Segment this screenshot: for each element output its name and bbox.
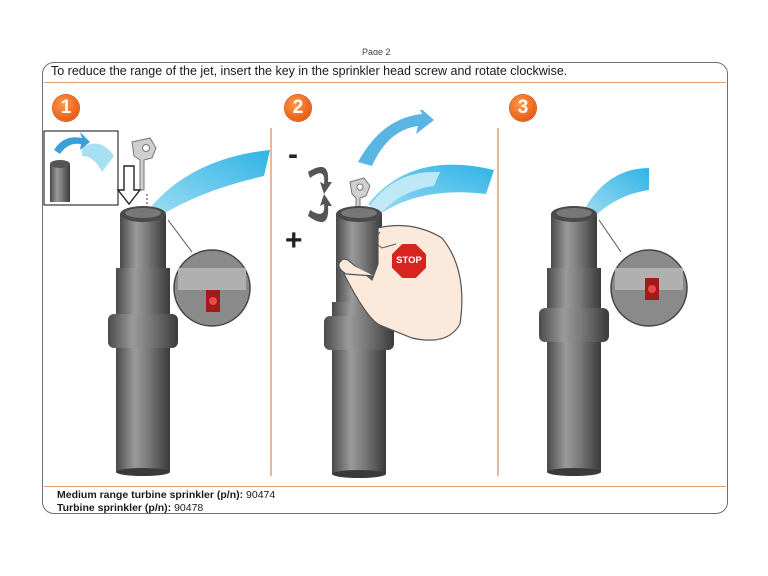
footer-divider xyxy=(44,486,726,487)
header-divider xyxy=(44,82,726,83)
footnote-1-value: 90474 xyxy=(246,489,276,501)
down-arrow-icon xyxy=(116,165,142,206)
step-badge-1: 1 xyxy=(53,95,79,121)
page-label: Page 2 xyxy=(362,47,391,55)
rotate-cw-icon xyxy=(308,194,332,223)
footnote-2-value: 90478 xyxy=(174,502,204,514)
column-divider-2 xyxy=(497,128,499,476)
column-divider-1 xyxy=(270,128,272,476)
water-jet xyxy=(150,150,270,216)
instruction-text: To reduce the range of the jet, insert t… xyxy=(51,64,568,78)
step-badge-2: 2 xyxy=(285,95,311,121)
sprinkler-body xyxy=(539,206,609,476)
step-1-illustration xyxy=(43,130,270,476)
rotate-arrow-icon xyxy=(358,110,434,166)
step-2-illustration xyxy=(308,110,494,478)
rotate-arrow-icon xyxy=(54,132,90,154)
step-badge-3: 3 xyxy=(510,95,536,121)
key-icon xyxy=(131,137,157,191)
zoom-detail xyxy=(173,249,251,327)
stop-sign: STOP xyxy=(392,244,426,278)
sprinkler-body xyxy=(108,206,178,476)
plus-sign: + xyxy=(285,224,303,257)
minus-sign: - xyxy=(288,138,298,171)
inset-thumbnail xyxy=(43,130,119,206)
footnote-2-label: Turbine sprinkler (p/n): xyxy=(57,502,172,514)
water-jet xyxy=(368,164,494,214)
footnote-1-label: Medium range turbine sprinkler (p/n): xyxy=(57,489,244,501)
document-frame xyxy=(42,62,728,514)
rotate-ccw-icon xyxy=(308,166,332,194)
water-jet xyxy=(585,168,649,216)
step-3-illustration xyxy=(539,168,688,476)
zoom-detail xyxy=(610,249,688,327)
key-icon xyxy=(349,177,371,215)
footnote-line-2: Turbine sprinkler (p/n): 90478 xyxy=(57,502,203,514)
footnote-line-1: Medium range turbine sprinkler (p/n): 90… xyxy=(57,489,275,501)
